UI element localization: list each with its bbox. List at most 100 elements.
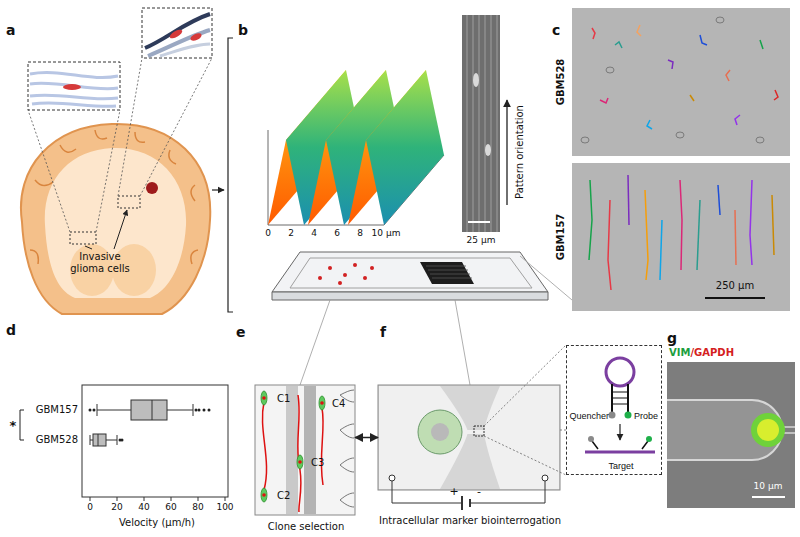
microfluidic-device-part: [420, 262, 474, 284]
figure-part-part: [718, 185, 720, 215]
brain-illustration-part: [160, 44, 210, 56]
figure-part-part: [203, 409, 206, 412]
brain-illustration-part: [70, 232, 96, 244]
molecular-beacon-part: [588, 436, 594, 442]
axis-tick: 40: [138, 502, 149, 512]
biointerrogation-box: Intracellular marker biointerrogation: [378, 385, 560, 490]
molecular-beacon-part: [612, 392, 628, 404]
figure-part-part: [668, 60, 673, 69]
microfluidic-device-part: [290, 258, 532, 288]
figure-part-part: [606, 67, 614, 73]
topography-plot: [268, 15, 507, 232]
figure-part-part: [772, 195, 774, 255]
figure-part-part: [121, 439, 124, 442]
topography-plot-part: [462, 15, 500, 232]
topography-plot-part: [468, 221, 490, 223]
figure-part-part: [735, 115, 740, 125]
axis-tick: 0: [87, 502, 93, 512]
cell-line-label: GBM528: [555, 59, 567, 106]
stain-label: VIM: [669, 347, 690, 359]
panel-caption: Intracellular marker biointerrogation: [379, 515, 561, 527]
brain-illustration-part: [212, 189, 224, 190]
figure-part-part: [774, 90, 778, 100]
figure-part-part: [700, 35, 707, 45]
figure-part-part: [195, 409, 198, 412]
figure-part-part: [338, 281, 342, 285]
molecular-beacon-part: [592, 441, 648, 449]
molecular-beacon-part: [566, 345, 662, 475]
brain-illustration: [21, 8, 233, 314]
figure-part-part: [647, 120, 652, 129]
brain-illustration-part: [28, 58, 212, 232]
figure-part-part: [363, 276, 367, 280]
figure-part-part: [756, 137, 764, 143]
figure-part-part: [319, 396, 325, 410]
significance-mark: *: [10, 419, 17, 434]
brain-illustration-part: [189, 32, 202, 43]
figure-part-part: [261, 488, 267, 502]
figure-part-part: [716, 17, 724, 23]
figure-part-part: [198, 409, 201, 412]
figure-part-part: [261, 391, 267, 405]
figure-part: [581, 17, 764, 143]
beacon-inset-box: QuencherProbeTarget: [566, 345, 662, 475]
figure-part-part: [298, 460, 302, 464]
figure-part-part: [318, 276, 322, 280]
figure-part-part: [208, 409, 211, 412]
fluorescence-image: [667, 362, 795, 508]
velocity-boxplot-part: [20, 410, 24, 440]
axis-tick: 2: [288, 228, 294, 238]
target-label: Target: [608, 461, 633, 471]
scale-bar-label: 250 μm: [716, 280, 754, 292]
axis-tick: 10 μm: [372, 228, 401, 238]
electroporation-chamber-part: [418, 410, 462, 454]
figure-part-part: [660, 220, 662, 280]
panel-letter: d: [6, 322, 16, 338]
electroporation-chamber-part: [469, 499, 471, 507]
electroporation-chamber-part: [461, 496, 463, 510]
molecular-beacon-part: [619, 424, 620, 440]
figure-part-part: [760, 40, 763, 49]
brain-illustration-part: [28, 62, 120, 110]
double-arrow: [355, 437, 378, 439]
figure-part-part: [592, 28, 595, 39]
axis-tick: 60: [165, 502, 176, 512]
callout-text: Invasive glioma cells: [67, 251, 133, 274]
migration-tracks-part: [572, 8, 790, 156]
clone-label: C3: [311, 457, 324, 469]
figure-part: [318, 263, 374, 285]
figure-part-part: [262, 493, 266, 497]
axis-tick: 4: [311, 228, 317, 238]
clone-selection-illustration-part: [255, 385, 355, 515]
clone-label: C4: [332, 398, 345, 410]
molecular-beacon-part: [646, 436, 652, 442]
panel-caption: Clone selection: [268, 521, 345, 533]
microfluidic-device-part: [272, 292, 548, 300]
brain-illustration-part: [63, 84, 81, 90]
fluorescence-image-part: [667, 362, 795, 508]
electroporation-chamber-part: [379, 386, 468, 489]
panel-letter: a: [6, 22, 15, 38]
stain-label: /: [690, 347, 694, 359]
clone-selection-illustration: [255, 385, 355, 515]
axis-tick: 0: [265, 228, 271, 238]
figure-part: [589, 175, 774, 290]
clone-selection-box: C1C2C3C4Clone selection: [255, 385, 355, 515]
brain-illustration-part: [30, 72, 118, 106]
fluorescence-image-part: [757, 419, 779, 441]
figure-part-part: [589, 180, 592, 260]
brain-illustration-part: [168, 28, 183, 40]
orientation-label: Pattern orientation: [514, 105, 526, 199]
brain-illustration-part: [146, 182, 158, 194]
figure-part-part: [697, 200, 700, 270]
electroporation-chamber-part: [474, 426, 484, 436]
figure-part-part: [297, 455, 303, 469]
velocity-boxplot: [20, 385, 228, 501]
figure-part-part: [608, 200, 611, 290]
fluorescence-image-part: [751, 413, 785, 447]
axis-tick: 80: [192, 502, 203, 512]
axis-tick: 20: [111, 502, 122, 512]
topography-plot-part: [506, 100, 507, 205]
electroporation-chamber-part: [392, 481, 545, 503]
panel-letter: e: [236, 324, 246, 340]
